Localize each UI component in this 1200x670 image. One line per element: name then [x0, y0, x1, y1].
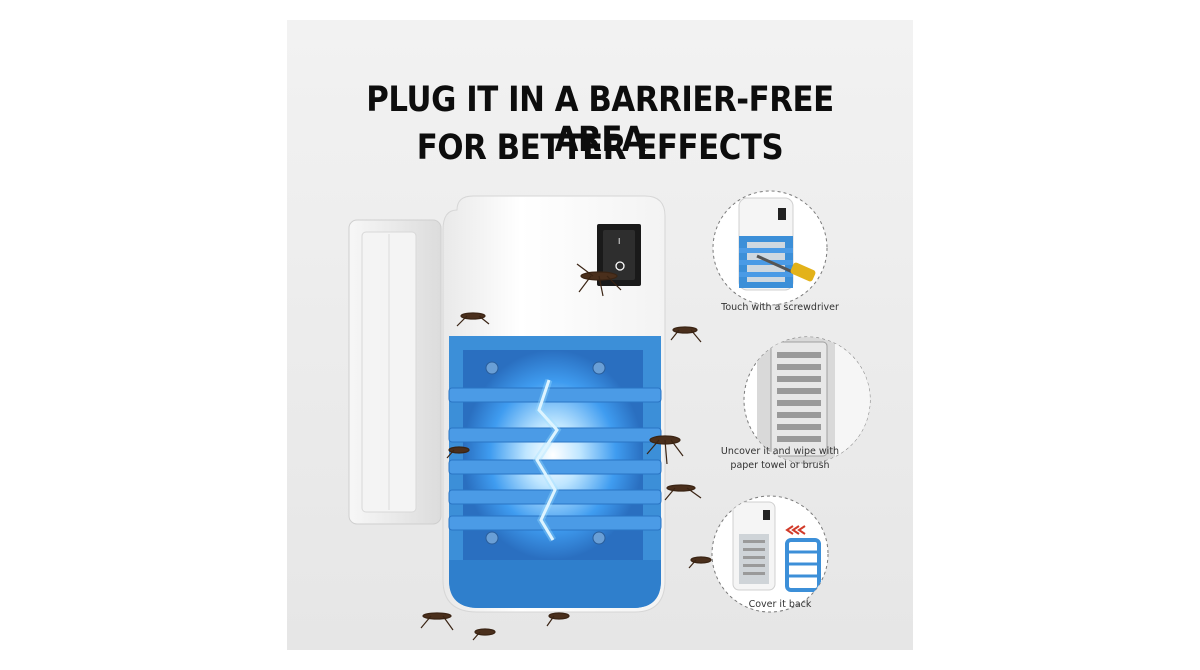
arrow-left-icon [785, 525, 806, 535]
headline-line-2: FOR BETTER EFFECTS [416, 128, 784, 168]
mosquito-icon [420, 263, 712, 641]
svg-text:I: I [618, 237, 620, 246]
step-2-caption-line-1: Uncover it and wipe with [720, 446, 840, 457]
product-image-panel: I [287, 20, 913, 650]
step-2-caption: Uncover it and wipe with paper towel or … [705, 445, 855, 473]
step-2-image [743, 336, 871, 464]
step-3-image [711, 495, 829, 613]
wall-outlet [348, 219, 442, 525]
screwdriver-icon [756, 254, 816, 282]
step-1-caption: Touch with a screwdriver [721, 302, 839, 313]
step-1-image [712, 190, 828, 306]
step-3-caption: Cover it back [748, 599, 812, 610]
rocker-switch-icon: I [597, 224, 641, 286]
headline-line-1: PLUG IT IN A BARRIER-FREE AREA [366, 80, 834, 160]
product-illustration: I [348, 190, 871, 641]
step-2-caption-line-2: paper towel or brush [730, 460, 830, 471]
bug-zapper-device: I [442, 195, 666, 613]
